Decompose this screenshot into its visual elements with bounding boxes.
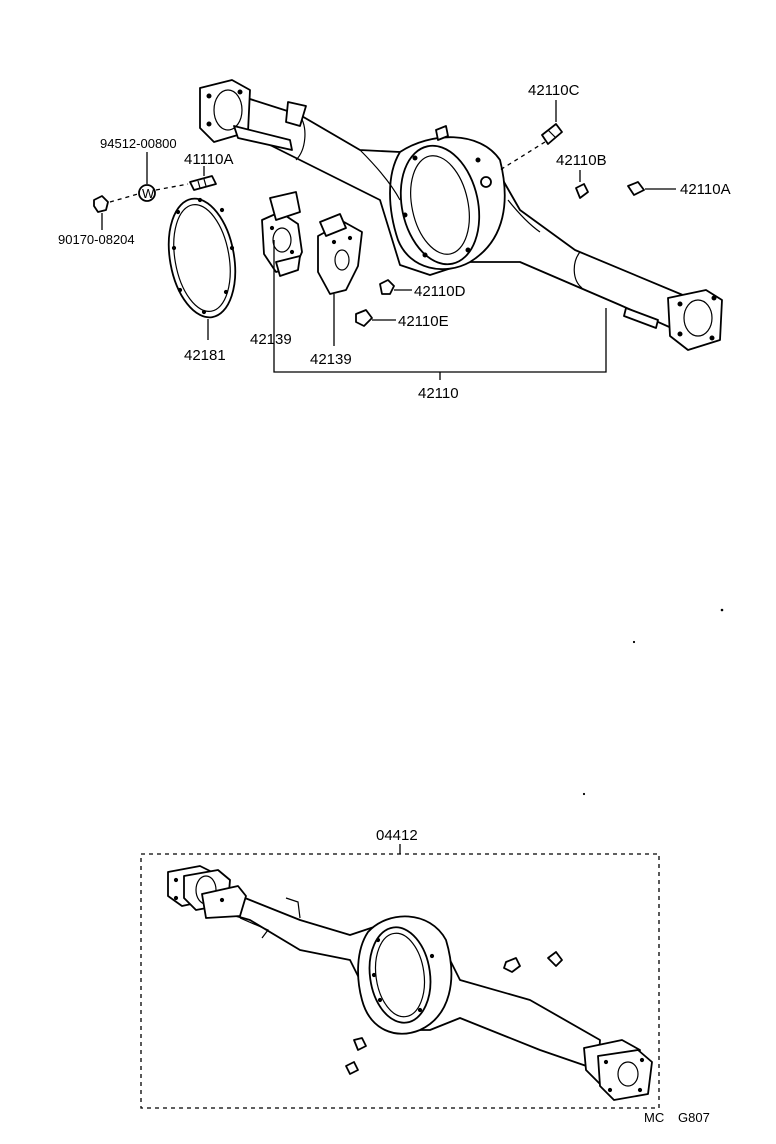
callout-42110D: 42110D bbox=[414, 283, 466, 300]
callout-94512-00800: 94512-00800 bbox=[100, 136, 177, 151]
nut-42110B bbox=[575, 170, 589, 199]
print-specks bbox=[582, 608, 724, 796]
axle-housing-kit-04412 bbox=[167, 865, 653, 1101]
callout-42110B: 42110B bbox=[556, 152, 607, 169]
callout-90170-08204: 90170-08204 bbox=[58, 232, 135, 247]
nut-90170-08204 bbox=[93, 195, 109, 230]
washer-94512-00800: W bbox=[138, 152, 156, 202]
callout-42139-right: 42139 bbox=[310, 351, 352, 368]
kit-outline-box bbox=[140, 853, 660, 1109]
nut-42110A bbox=[627, 181, 676, 196]
footer-left-code: MC bbox=[644, 1110, 664, 1125]
washer-mark: W bbox=[142, 186, 155, 201]
callout-42181: 42181 bbox=[184, 347, 226, 364]
callout-42110E: 42110E bbox=[398, 313, 449, 330]
gasket-42181 bbox=[167, 197, 237, 340]
bolt-42110E bbox=[355, 309, 396, 327]
callout-42110A: 42110A bbox=[680, 181, 731, 198]
footer-right-code: G807 bbox=[678, 1110, 710, 1125]
callout-42139-left: 42139 bbox=[250, 331, 292, 348]
callout-42110: 42110 bbox=[418, 385, 459, 402]
bracket-42139-right bbox=[317, 213, 363, 346]
nut-42110D bbox=[379, 279, 412, 295]
axle-housing-42110 bbox=[199, 79, 723, 351]
callout-42110C: 42110C bbox=[528, 82, 580, 99]
leader-42110 bbox=[273, 240, 607, 380]
bracket-42139-left bbox=[261, 191, 303, 277]
callout-04412: 04412 bbox=[376, 827, 418, 844]
breather-plug-42110C bbox=[499, 100, 563, 171]
callout-41110A: 41110A bbox=[184, 151, 234, 168]
stud-41110A bbox=[189, 166, 217, 191]
